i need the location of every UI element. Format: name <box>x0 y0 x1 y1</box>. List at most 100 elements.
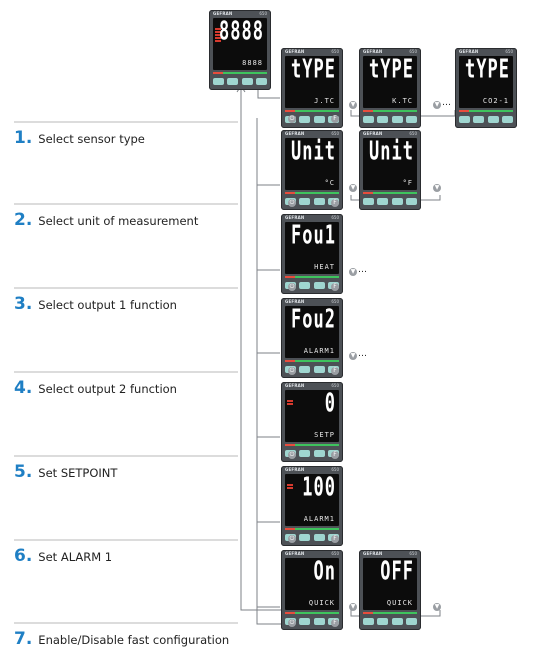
status-leds <box>363 110 417 112</box>
step-number: 7. <box>14 629 33 649</box>
more-options-ellipsis: … <box>358 349 367 359</box>
controller-unit-f: GEFRAN 650 Unit °F <box>359 130 421 210</box>
sub-display: ALARM1 <box>303 347 335 355</box>
step-separator <box>14 539 238 541</box>
controller-screen: 8888 8888 <box>213 18 267 70</box>
controller-buttons <box>213 78 267 86</box>
down-arrow-icon: ▼ <box>349 184 357 192</box>
controller-quick-on: GEFRAN 650 On QUICK <box>281 550 343 630</box>
step-separator <box>14 622 238 624</box>
power-icon: ⏻ <box>288 199 296 207</box>
step-6: 6. Set ALARM 1 <box>14 546 112 566</box>
controller-buttons <box>459 116 513 124</box>
brand-label: GEFRAN <box>285 49 305 54</box>
step-number: 4. <box>14 378 33 398</box>
controller-buttons <box>363 198 417 206</box>
down-arrow-icon: ▼ <box>349 603 357 611</box>
down-arrow-icon: ▼ <box>349 352 357 360</box>
flow-line-main <box>240 88 283 611</box>
model-label: 650 <box>409 49 417 54</box>
model-label: 650 <box>505 49 513 54</box>
step-label: Select sensor type <box>38 132 145 146</box>
status-leds <box>285 360 339 362</box>
main-display: Fou2 <box>291 306 336 335</box>
brand-label: GEFRAN <box>285 131 305 136</box>
status-leds <box>285 276 339 278</box>
sub-display: K.TC <box>392 97 413 105</box>
output-bar-indicators <box>287 484 293 490</box>
brand-label: GEFRAN <box>285 215 305 220</box>
output-bar-indicators <box>287 400 293 406</box>
main-display: 100 <box>302 474 336 503</box>
status-leds <box>459 110 513 112</box>
controller-alarm1: GEFRAN 650 100 ALARM1 <box>281 466 343 546</box>
controller-buttons <box>363 116 417 124</box>
more-options-ellipsis: … <box>358 265 367 275</box>
status-leds <box>213 72 267 74</box>
f-icon: F <box>331 619 339 627</box>
main-display: Fou1 <box>291 222 336 251</box>
controller-unit-c: GEFRAN 650 Unit °C <box>281 130 343 210</box>
controller-output2: GEFRAN 650 Fou2 ALARM1 <box>281 298 343 378</box>
model-label: 650 <box>409 131 417 136</box>
controller-output1: GEFRAN 650 Fou1 HEAT <box>281 214 343 294</box>
brand-label: GEFRAN <box>285 383 305 388</box>
controller-screen: On QUICK <box>285 558 339 610</box>
status-leds <box>285 612 339 614</box>
power-icon: ⏻ <box>288 115 296 123</box>
sub-display: QUICK <box>386 599 413 607</box>
f-icon: F <box>331 451 339 459</box>
main-display: 0 <box>324 390 336 419</box>
step-separator <box>14 455 238 457</box>
main-display: tYPE <box>291 56 336 85</box>
step-label: Select unit of measurement <box>38 214 199 228</box>
step-7: 7. Enable/Disable fast configuration <box>14 629 229 649</box>
step-5: 5. Set SETPOINT <box>14 462 117 482</box>
sub-display: 8888 <box>242 59 263 67</box>
main-display: OFF <box>380 558 414 587</box>
step-number: 3. <box>14 294 33 314</box>
step-label: Set ALARM 1 <box>38 550 113 564</box>
sub-display: CO2-1 <box>482 97 509 105</box>
step-label: Enable/Disable fast configuration <box>38 633 230 647</box>
main-display: tYPE <box>369 56 414 85</box>
brand-label: GEFRAN <box>459 49 479 54</box>
status-leds <box>363 612 417 614</box>
model-label: 650 <box>331 299 339 304</box>
brand-label: GEFRAN <box>213 11 233 16</box>
controller-screen: Unit °F <box>363 138 417 190</box>
brand-label: GEFRAN <box>285 299 305 304</box>
power-icon: ⏻ <box>288 283 296 291</box>
sub-display: ALARM1 <box>303 515 335 523</box>
step-label: Set SETPOINT <box>38 466 118 480</box>
sub-display: J.TC <box>314 97 335 105</box>
step-number: 1. <box>14 128 33 148</box>
status-leds <box>285 110 339 112</box>
f-icon: F <box>331 283 339 291</box>
controller-type-ktc: GEFRAN 650 tYPE K.TC <box>359 48 421 128</box>
brand-label: GEFRAN <box>363 551 383 556</box>
step-separator <box>14 203 238 205</box>
status-leds <box>285 192 339 194</box>
model-label: 650 <box>409 551 417 556</box>
more-options-ellipsis: … <box>442 98 451 108</box>
f-icon: F <box>331 115 339 123</box>
step-number: 5. <box>14 462 33 482</box>
controller-buttons <box>363 618 417 626</box>
main-display: Unit <box>291 138 336 167</box>
model-label: 650 <box>331 467 339 472</box>
step-separator <box>14 371 238 373</box>
model-label: 650 <box>259 11 267 16</box>
sub-display: °F <box>402 179 413 187</box>
brand-label: GEFRAN <box>363 131 383 136</box>
controller-screen: Fou2 ALARM1 <box>285 306 339 358</box>
main-display: On <box>313 558 336 587</box>
main-display: 8888 <box>219 18 264 47</box>
down-arrow-icon: ▼ <box>349 101 357 109</box>
controller-overview: GEFRAN 650 8888 8888 <box>209 10 271 90</box>
controller-type-co2: GEFRAN 650 tYPE CO2-1 <box>455 48 517 128</box>
sub-display: QUICK <box>308 599 335 607</box>
down-arrow-icon: ▼ <box>433 101 441 109</box>
down-arrow-icon: ▼ <box>433 603 441 611</box>
